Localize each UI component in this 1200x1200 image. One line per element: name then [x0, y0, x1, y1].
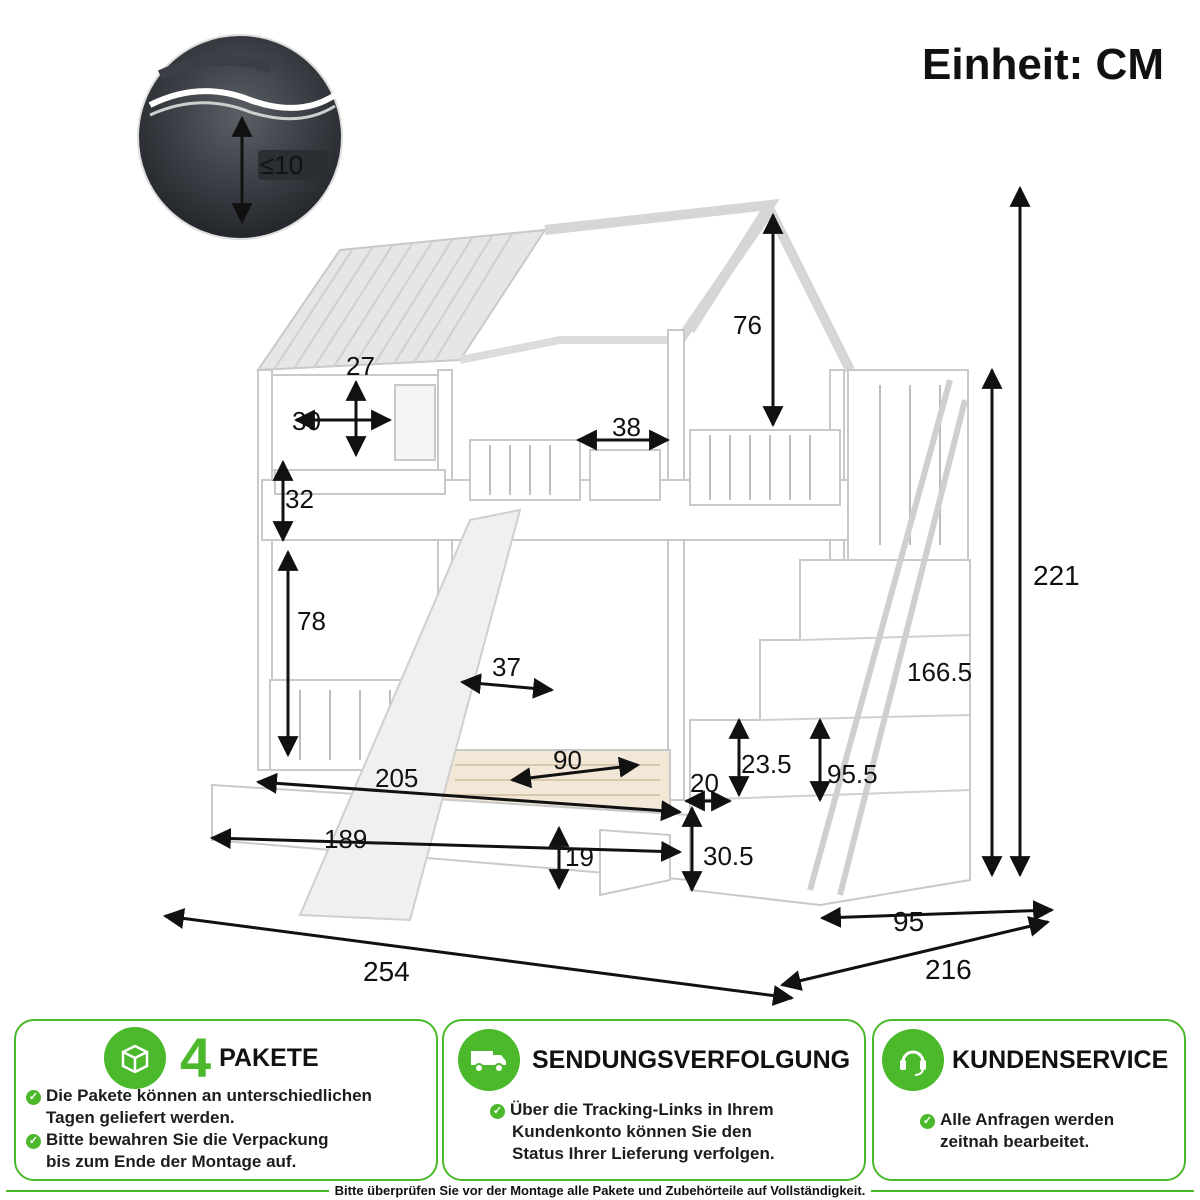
drawer-length-label: 189 — [324, 824, 367, 854]
upper-rail-height-label: 32 — [285, 484, 314, 514]
step-height-label: 23.5 — [741, 749, 792, 779]
headset-icon — [882, 1029, 944, 1091]
package-count: 4 — [180, 1026, 212, 1089]
customer-service-panel: KUNDENSERVICE ✓ Alle Anfragen werden zeit… — [872, 1019, 1186, 1181]
stair-height-label: 95.5 — [827, 759, 878, 789]
package-icon — [104, 1027, 166, 1089]
mattress-thickness-label: ≤10 — [260, 150, 303, 180]
footnote-rule-right — [871, 1189, 1194, 1192]
rail-gap-label: 38 — [612, 412, 641, 442]
lower-clearance-label: 78 — [297, 606, 326, 636]
check-icon: ✓ — [26, 1134, 41, 1149]
dimension-arrows — [162, 185, 1055, 1006]
tracking-panel: SENDUNGSVERFOLGUNG ✓ Über die Tracking-Li… — [442, 1019, 866, 1181]
inner-width-label: 90 — [553, 745, 582, 775]
mattress-detail: ≤10 — [137, 34, 343, 240]
check-icon: ✓ — [490, 1104, 505, 1119]
drawer-height-label: 19 — [565, 842, 594, 872]
roof-height-label: 76 — [733, 310, 762, 340]
footnote-rule-left — [6, 1189, 329, 1192]
packages-title: PAKETE — [219, 1043, 319, 1072]
footnote-text: Bitte überprüfen Sie vor der Montage all… — [334, 1183, 866, 1198]
stair-depth-label: 95 — [893, 906, 924, 937]
tracking-title: SENDUNGSVERFOLGUNG — [532, 1045, 851, 1074]
service-line-1: Alle Anfragen werden — [940, 1110, 1115, 1129]
window-height-label: 30 — [292, 406, 321, 436]
customer-service-title: KUNDENSERVICE — [952, 1045, 1169, 1074]
step-depth-label: 20 — [690, 768, 719, 798]
bunk-bed-illustration: ≤10 — [137, 34, 1080, 1006]
unit-title: Einheit: CM — [922, 40, 1164, 89]
window-width-label: 27 — [346, 351, 375, 381]
total-length-label: 254 — [363, 956, 410, 987]
slide-width-label: 37 — [492, 652, 521, 682]
footnote-bar: Bitte überprüfen Sie vor der Montage all… — [0, 1181, 1200, 1200]
service-line-2: zeitnah bearbeitet. — [940, 1132, 1090, 1151]
packages-panel: 4 PAKETE ✓ Die Pakete können an unterschi… — [14, 1019, 438, 1181]
packages-line-2: Tagen geliefert werden. — [46, 1108, 235, 1127]
bed-frame — [211, 198, 971, 922]
tracking-line-1: Über die Tracking-Links in Ihrem — [510, 1100, 774, 1119]
stair-step-height-label: 166.5 — [907, 657, 972, 687]
tracking-line-2: Kundenkonto können Sie den — [512, 1122, 752, 1141]
bed-length-label: 205 — [375, 763, 418, 793]
total-height-label: 221 — [1033, 560, 1080, 591]
check-icon: ✓ — [26, 1090, 41, 1105]
packages-line-4: bis zum Ende der Montage auf. — [46, 1152, 297, 1171]
tracking-line-3: Status Ihrer Lieferung verfolgen. — [512, 1144, 775, 1163]
packages-line-3: Bitte bewahren Sie die Verpackung — [46, 1130, 329, 1149]
delivery-truck-icon — [458, 1029, 520, 1091]
check-icon: ✓ — [920, 1114, 935, 1129]
drawer-step-height-label: 30.5 — [703, 841, 754, 871]
total-depth-label: 216 — [925, 954, 972, 985]
packages-line-1: Die Pakete können an unterschiedlichen — [46, 1086, 372, 1105]
